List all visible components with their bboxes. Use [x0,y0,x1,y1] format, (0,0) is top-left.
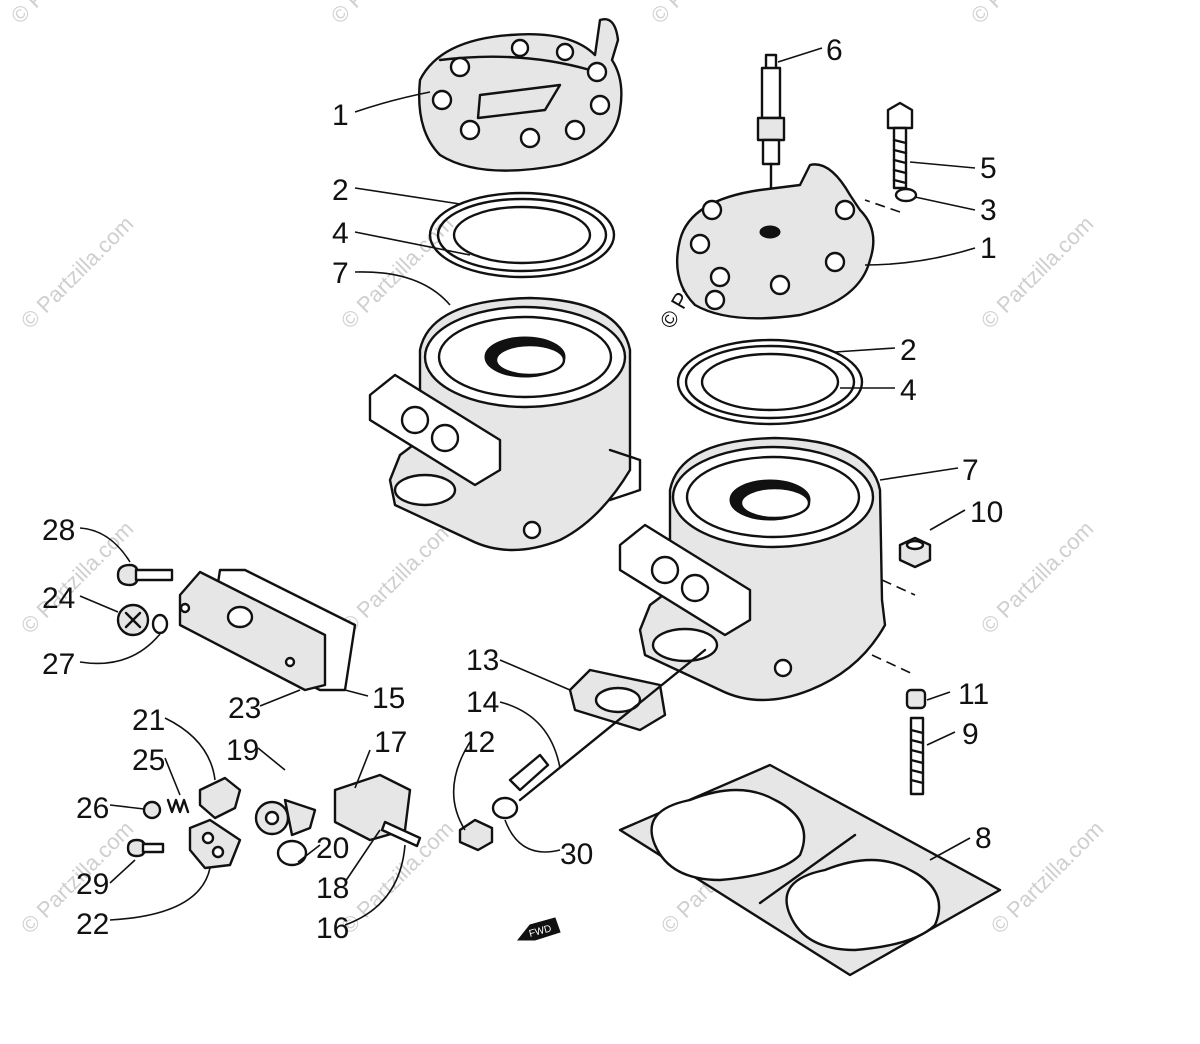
callout-2: 2 [332,174,349,207]
nut-12 [458,818,494,852]
callout-11: 11 [958,678,989,711]
callout-29: 29 [76,868,109,901]
cylinder-head-left [418,18,623,172]
screw-26 [142,800,162,820]
plate-22 [188,818,242,870]
callout-3: 3 [980,194,997,227]
o-ring-27 [151,613,169,635]
watermark-text: © Partzilla.com [986,816,1109,939]
washer-30 [491,796,519,820]
callout-25: 25 [132,744,165,777]
callout-17: 17 [374,726,407,759]
screw-29 [126,838,165,858]
callout-28: 28 [42,514,75,547]
watermark-text: © Partzilla.com [326,0,449,29]
dowel-sleeve [905,688,927,710]
head-bolt [864,101,918,213]
watermark-text: © Partzilla.com [976,516,1099,639]
watermark-text: © Partzilla.com [966,0,1089,29]
callout-30: 30 [560,838,593,871]
watermark-text: © Partzilla.com [6,0,129,29]
screw-28 [116,563,174,587]
spark-plug [756,53,786,202]
gasket-ring-left [428,191,616,279]
callouts: 1 2 4 7 6 5 3 1 2 4 7 10 11 9 8 28 24 27… [42,34,1003,945]
callout-14: 14 [466,686,499,719]
cylinder-head-right [676,163,875,320]
callout-10: 10 [970,496,1003,529]
callout-1: 1 [332,99,349,132]
watermark-text: © Partzilla.com [646,0,769,29]
callout-1: 1 [980,232,997,265]
valve-19 [254,798,317,837]
cover-plate [178,568,357,692]
watermark-text: © Partzilla.com [336,516,459,639]
callout-7: 7 [332,257,349,290]
callout-19: 19 [226,734,259,767]
callout-4: 4 [900,374,917,407]
lever-21 [198,776,242,820]
callout-5: 5 [980,152,997,185]
callout-6: 6 [826,34,843,67]
fwd-arrow-icon: FWD [516,917,561,941]
callout-27: 27 [42,648,75,681]
pin-16 [380,820,422,848]
spring-25 [166,798,190,814]
gasket-ring-right [676,338,864,426]
callout-13: 13 [466,644,499,677]
nut-10 [898,536,932,569]
callout-4: 4 [332,217,349,250]
washer-20 [276,839,308,867]
stud-9 [909,716,925,796]
callout-26: 26 [76,792,109,825]
callout-18: 18 [316,872,349,905]
watermark-text: © Partzilla.com [976,211,1099,334]
callout-15: 15 [372,682,405,715]
callout-7: 7 [962,454,979,487]
gasket-13 [568,668,667,732]
callout-2: 2 [900,334,917,367]
watermark-text: © Partzilla.com [16,211,139,334]
callout-22: 22 [76,908,109,941]
stud-14 [508,648,707,802]
callout-21: 21 [132,704,165,737]
callout-16: 16 [316,912,349,945]
washer-24 [116,603,150,637]
callout-12: 12 [462,726,495,759]
callout-20: 20 [316,832,349,865]
callout-8: 8 [975,822,992,855]
callout-24: 24 [42,582,75,615]
callout-23: 23 [228,692,261,725]
cylinder-right [618,436,916,702]
cylinder-left [368,296,642,552]
callout-9: 9 [962,718,979,751]
base-gasket [618,763,1002,977]
leader-lines [79,47,976,926]
